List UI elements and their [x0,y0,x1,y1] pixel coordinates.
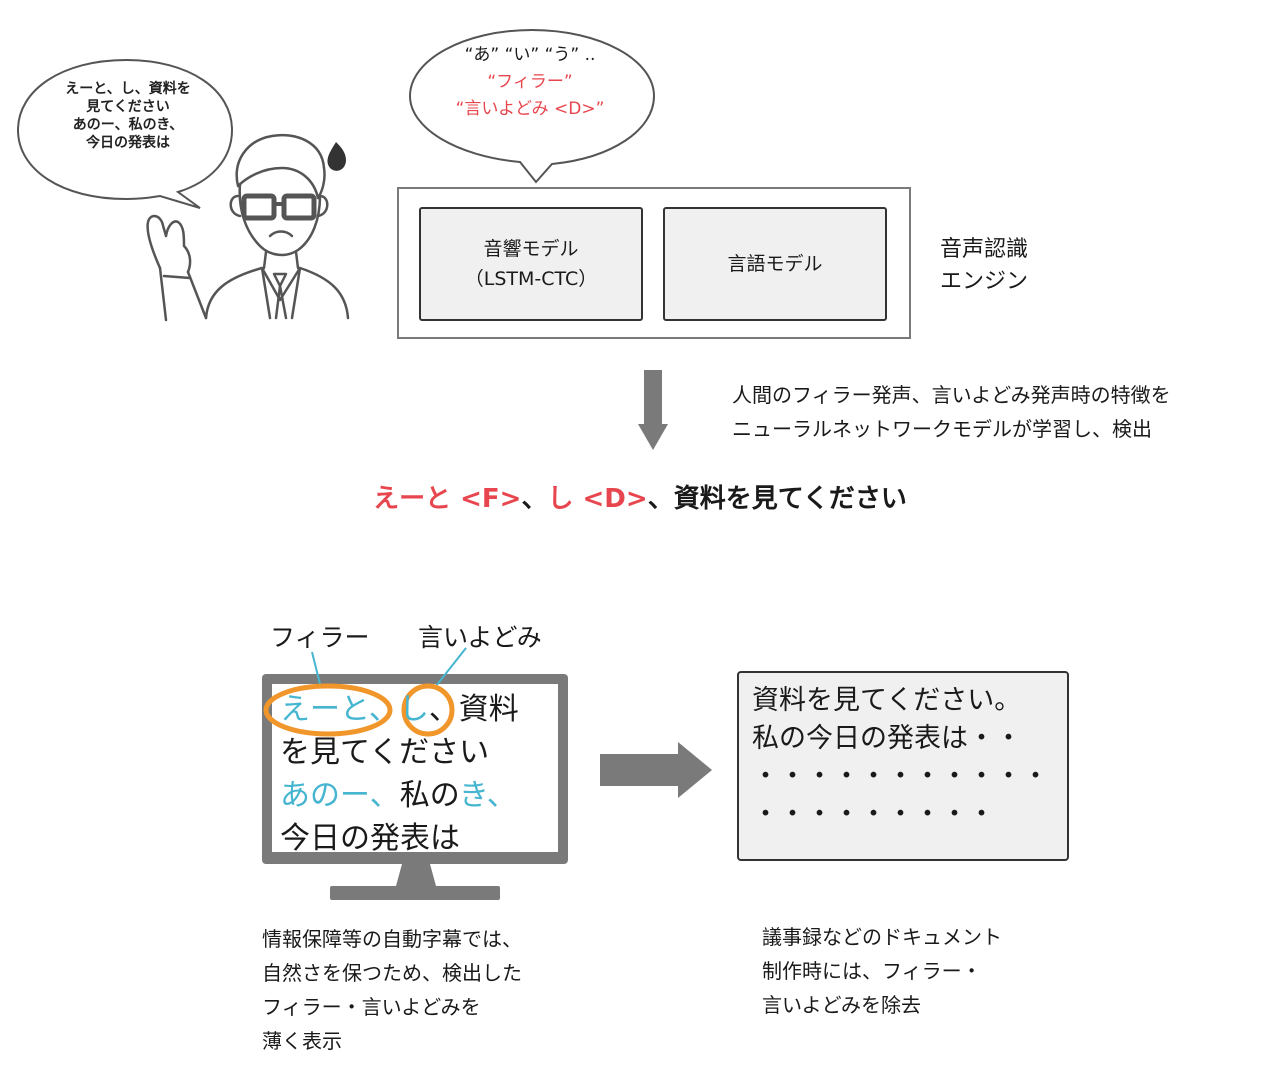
filler-highlight [263,683,393,737]
speech-left-line-2: 見てください [86,99,170,115]
subtitle-line-1: えーと、し、資料 [280,688,560,731]
speech-bubble-top-text: “あ” “い” “う” .. “フィラー” “言いよどみ <D>” [430,42,630,123]
subtitle-filler: えーと [280,692,369,727]
document-line-1: 資料を見てください。 [752,685,1022,716]
annotation-disfluency: 言いよどみ [418,623,542,652]
speech-top-line-2: “フィラー” [487,72,573,92]
document-box [737,671,1069,861]
speech-top-line-1: “あ” “い” “う” .. [464,45,596,65]
description-line-2: ニューラルネットワークモデルが学習し、検出 [732,417,1152,441]
caption-left-line-2: 自然さを保つため、検出した [262,961,522,985]
subtitle-line-3: あのー、私のき、 [280,774,560,817]
subtitle-disfluency-2: き、 [458,778,517,813]
engine-label: 音声認識 エンジン [940,234,1028,298]
language-model: 言語モデル [664,208,886,320]
engine-label-line-2: エンジン [940,269,1029,294]
result-sep: 、 [521,484,548,514]
learning-description: 人間のフィラー発声、言いよどみ発声時の特徴を ニューラルネットワークモデルが学習… [732,378,1171,446]
disfluency-highlight [401,683,455,737]
person-illustration [146,133,350,322]
subtitle-disfluency: し [398,692,429,727]
result-disfluency: し <D> [547,484,648,514]
speech-bubble-left [16,58,234,209]
description-line-1: 人間のフィラー発声、言いよどみ発声時の特徴を [732,383,1171,407]
acoustic-model-line-2: （LSTM-CTC） [464,268,598,290]
caption-left-line-4: 薄く表示 [262,1029,342,1053]
document-line-2: 私の今日の発表は・・ [752,723,1022,754]
caption-right: 議事録などのドキュメント 制作時には、フィラー・ 言いよどみを除去 [762,920,1002,1022]
caption-right-line-2: 制作時には、フィラー・ [762,959,982,983]
speech-top-line-3: “言いよどみ <D>” [455,99,605,119]
speech-left-line-3: あのー、私のき、 [72,117,184,133]
engine-label-line-1: 音声認識 [940,237,1029,262]
subtitle-sep: 、 [368,692,399,727]
acoustic-model-line-1: 音響モデル [483,238,579,260]
subtitle-mid: 私の [399,778,459,813]
document-line-4: ・・・・・・・・・ [752,799,995,830]
document-text: 資料を見てください。 私の今日の発表は・・ ・・・・・・・・・・・ ・・・・・・… [752,682,1052,834]
sweat-drop-icon [327,142,346,171]
speech-left-line-1: えーと、し、資料を [65,81,191,97]
subtitle-text: えーと、し、資料 を見てください あのー、私のき、 今日の発表は [280,688,560,860]
speech-bubble-left-text: えーと、し、資料を 見てください あのー、私のき、 今日の発表は [38,80,218,152]
subtitle-line-2: を見てください [280,735,490,770]
language-model-label: 言語モデル [727,253,823,275]
result-filler: えーと <F> [373,484,522,514]
monitor-icon [262,674,568,900]
caption-left-line-1: 情報保障等の自動字幕では、 [262,927,522,951]
recognition-result: えーと <F>、し <D>、資料を見てください [0,478,1280,515]
acoustic-model-box [419,207,643,321]
down-arrow-icon [638,370,668,450]
caption-right-line-3: 言いよどみを除去 [762,993,921,1017]
speech-left-line-4: 今日の発表は [86,135,170,151]
caption-right-line-1: 議事録などのドキュメント [762,925,1002,949]
speech-bubble-top [408,28,656,184]
caption-left: 情報保障等の自動字幕では、 自然さを保つため、検出した フィラー・言いよどみを … [262,922,522,1058]
subtitle-line-4: 今日の発表は [280,821,460,856]
subtitle-filler-2: あのー、 [280,778,400,813]
result-rest: 、資料を見てください [647,484,907,514]
right-arrow-icon [600,742,712,798]
language-model-box [663,207,887,321]
caption-left-line-3: フィラー・言いよどみを [262,995,481,1019]
annotation-filler: フィラー [270,623,370,652]
acoustic-model: 音響モデル （LSTM-CTC） [420,208,642,320]
subtitle-rest: 、資料 [428,692,519,727]
document-line-3: ・・・・・・・・・・・ [752,761,1049,792]
